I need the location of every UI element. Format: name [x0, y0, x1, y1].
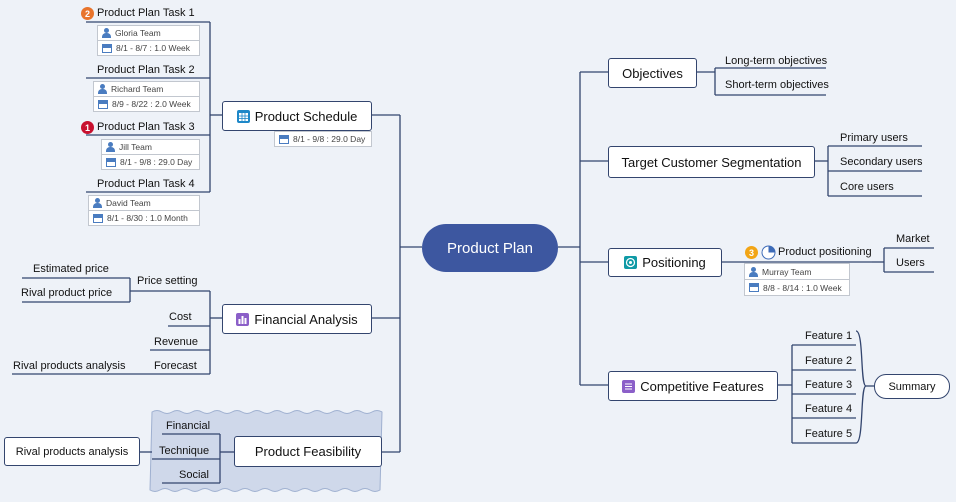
task-4-label[interactable]: Product Plan Task 4	[97, 178, 195, 190]
task-2-team: Richard Team	[111, 84, 164, 94]
secondary-users[interactable]: Secondary users	[840, 156, 923, 168]
rival-products-analysis-label: Rival products analysis	[15, 445, 129, 458]
task-3-date-tag: 8/1 - 9/8 : 29.0 Day	[101, 154, 200, 170]
feasibility-financial[interactable]: Financial	[166, 420, 211, 432]
schedule-date-tag: 8/1 - 9/8 : 29.0 Day	[274, 131, 372, 147]
calendar-icon	[102, 43, 112, 53]
short-term-objectives[interactable]: Short-term objectives	[725, 79, 829, 91]
schedule-label: Product Schedule	[254, 108, 358, 124]
price-setting[interactable]: Price setting	[137, 275, 198, 287]
positioning-dates: 8/8 - 8/14 : 1.0 Week	[763, 282, 842, 293]
priority-3-icon: 3	[745, 246, 758, 259]
competitive-label: Competitive Features	[640, 378, 764, 394]
positioning-team-tag: Murray Team	[744, 263, 850, 280]
segmentation-topic[interactable]: Target Customer Segmentation	[608, 146, 815, 178]
schedule-topic[interactable]: Product Schedule	[222, 101, 372, 131]
objectives-label: Objectives	[622, 65, 683, 81]
person-icon	[93, 198, 102, 208]
calendar-icon	[279, 134, 289, 144]
task-2-dates: 8/9 - 8/22 : 2.0 Week	[112, 99, 191, 109]
positioning-label: Positioning	[642, 255, 706, 270]
feasibility-social[interactable]: Social	[179, 469, 209, 481]
long-term-objectives[interactable]: Long-term objectives	[725, 55, 828, 67]
task-1-dates: 8/1 - 8/7 : 1.0 Week	[116, 43, 191, 53]
task-3-team: Jill Team	[119, 142, 152, 152]
feature-3[interactable]: Feature 3	[805, 379, 853, 391]
calendar-icon	[98, 99, 108, 109]
calendar-icon	[106, 157, 116, 167]
market[interactable]: Market	[896, 233, 930, 245]
feature-1[interactable]: Feature 1	[805, 330, 853, 342]
task-1-team-tag: Gloria Team	[97, 25, 200, 41]
task-3-dates: 8/1 - 9/8 : 29.0 Day	[120, 157, 193, 167]
financial-topic[interactable]: Financial Analysis	[222, 304, 372, 334]
product-positioning[interactable]: Product positioning	[778, 246, 872, 258]
task-4-team-tag: David Team	[88, 195, 200, 211]
list-icon	[622, 379, 636, 393]
calendar-icon	[93, 213, 103, 223]
task-1-team: Gloria Team	[115, 28, 161, 38]
person-icon	[98, 84, 107, 94]
task-1-label[interactable]: Product Plan Task 1	[97, 7, 195, 19]
rival-product-price[interactable]: Rival product price	[21, 287, 113, 299]
task-2-date-tag: 8/9 - 8/22 : 2.0 Week	[93, 96, 200, 112]
task-4-date-tag: 8/1 - 8/30 : 1.0 Month	[88, 210, 200, 226]
person-icon	[106, 142, 115, 152]
person-icon	[102, 28, 111, 38]
task-4-team: David Team	[106, 198, 151, 208]
forecast[interactable]: Forecast	[154, 360, 197, 372]
positioning-team: Murray Team	[762, 266, 812, 277]
calendar-grid-icon	[236, 109, 250, 123]
cost[interactable]: Cost	[169, 311, 192, 323]
central-topic-label: Product Plan	[447, 239, 533, 257]
priority-2-icon: 2	[81, 7, 94, 20]
target-icon	[624, 256, 638, 269]
rival-products-analysis-forecast[interactable]: Rival products analysis	[13, 360, 126, 372]
feasibility-technique[interactable]: Technique	[159, 445, 210, 457]
positioning-date-tag: 8/8 - 8/14 : 1.0 Week	[744, 279, 850, 296]
feature-2[interactable]: Feature 2	[805, 355, 853, 367]
progress-quarter-icon	[761, 245, 776, 260]
objectives-topic[interactable]: Objectives	[608, 58, 697, 88]
feature-4[interactable]: Feature 4	[805, 403, 853, 415]
task-3-label[interactable]: Product Plan Task 3	[97, 121, 195, 133]
feature-5[interactable]: Feature 5	[805, 428, 853, 440]
feasibility-label: Product Feasibility	[254, 444, 362, 459]
person-icon	[749, 266, 758, 277]
task-4-dates: 8/1 - 8/30 : 1.0 Month	[107, 213, 188, 223]
users[interactable]: Users	[896, 257, 925, 269]
task-2-label[interactable]: Product Plan Task 2	[97, 64, 195, 76]
task-1-date-tag: 8/1 - 8/7 : 1.0 Week	[97, 40, 200, 56]
summary-topic[interactable]: Summary	[874, 374, 950, 399]
revenue[interactable]: Revenue	[154, 336, 199, 348]
competitive-topic[interactable]: Competitive Features	[608, 371, 778, 401]
positioning-topic[interactable]: Positioning	[608, 248, 722, 277]
primary-users[interactable]: Primary users	[840, 132, 908, 144]
schedule-dates: 8/1 - 9/8 : 29.0 Day	[293, 134, 366, 144]
core-users[interactable]: Core users	[840, 181, 894, 193]
segmentation-label: Target Customer Segmentation	[621, 154, 802, 170]
priority-1-icon: 1	[81, 121, 94, 134]
rival-products-analysis-topic[interactable]: Rival products analysis	[4, 437, 140, 466]
feasibility-topic[interactable]: Product Feasibility	[234, 436, 382, 467]
bar-chart-icon	[236, 312, 250, 326]
estimated-price[interactable]: Estimated price	[33, 263, 109, 275]
calendar-icon	[749, 283, 759, 292]
task-2-team-tag: Richard Team	[93, 81, 200, 97]
summary-label: Summary	[888, 380, 936, 393]
financial-label: Financial Analysis	[254, 311, 358, 327]
task-3-team-tag: Jill Team	[101, 139, 200, 155]
central-topic[interactable]: Product Plan	[422, 224, 558, 272]
